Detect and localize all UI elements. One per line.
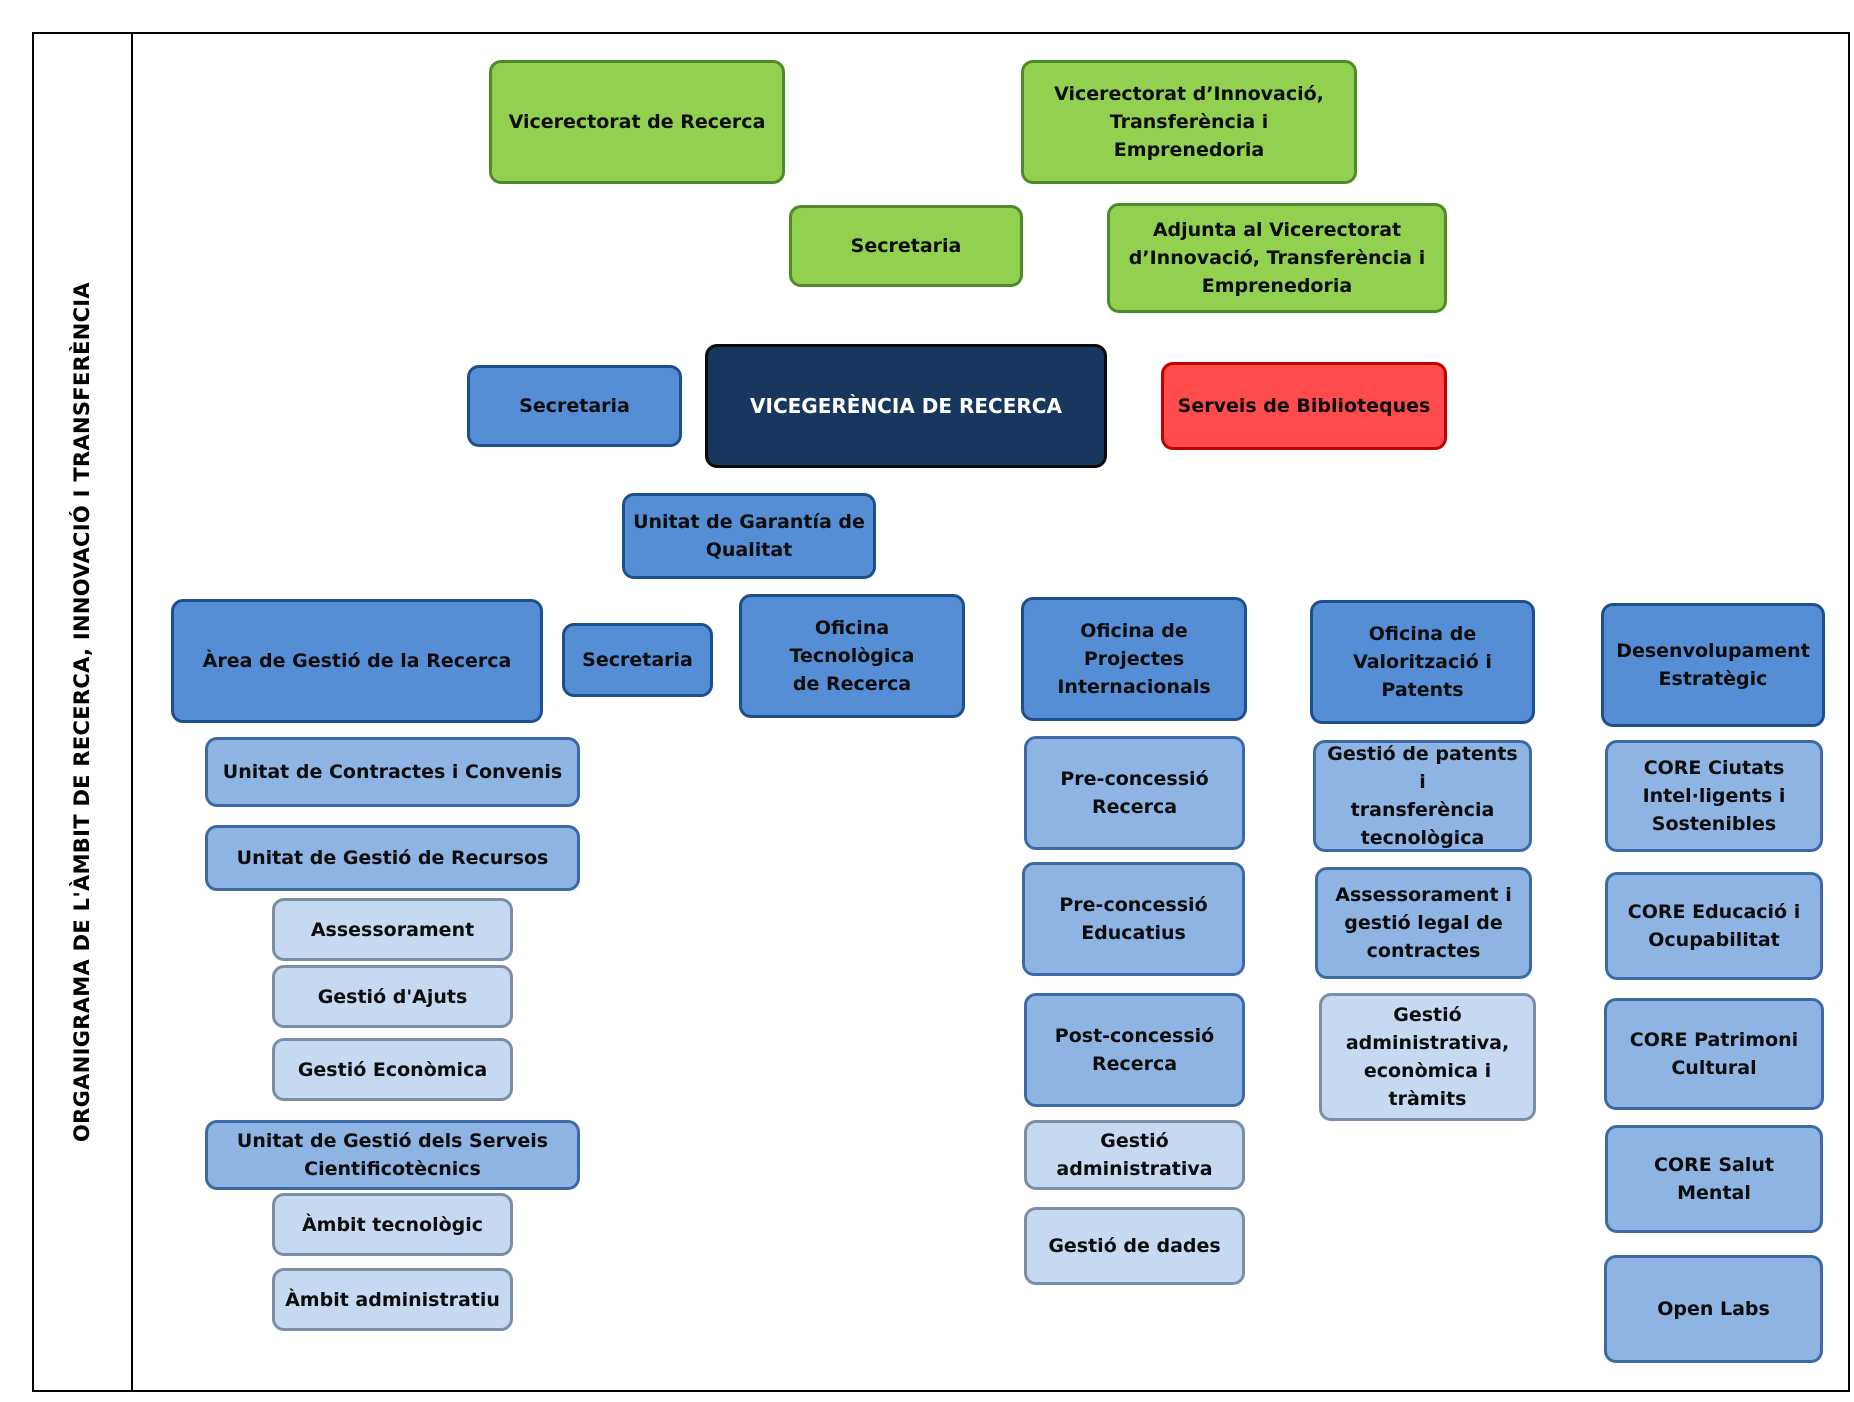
- core-patrimoni-box: CORE Patrimoni Cultural: [1604, 998, 1824, 1110]
- open-labs-box: Open Labs: [1604, 1255, 1823, 1363]
- ambit-tecnologic-box: Àmbit tecnològic: [272, 1193, 513, 1256]
- chart-frame: [32, 32, 1850, 1392]
- gestio-economica-box: Gestió Econòmica: [272, 1038, 513, 1101]
- gestio-administrativa-box: Gestió administrativa: [1024, 1120, 1245, 1190]
- ambit-administratiu-box: Àmbit administratiu: [272, 1268, 513, 1331]
- pre-concessio-educatius-box: Pre-concessió Educatius: [1022, 862, 1245, 976]
- unitat-garantia-qualitat-box: Unitat de Garantía de Qualitat: [622, 493, 876, 579]
- unitat-gestio-recursos-box: Unitat de Gestió de Recursos: [205, 825, 580, 891]
- gestio-patents-box: Gestió de patents i transferència tecnol…: [1313, 740, 1532, 852]
- gestio-administrativa-economica-box: Gestió administrativa, econòmica i tràmi…: [1319, 993, 1536, 1121]
- vicegerencia-recerca-box: VICEGERÈNCIA DE RECERCA: [705, 344, 1107, 468]
- oficina-projectes-internacionals-box: Oficina de Projectes Internacionals: [1021, 597, 1247, 721]
- assessorament-legal-box: Assessorament i gestió legal de contract…: [1315, 867, 1532, 979]
- gestio-dades-box: Gestió de dades: [1024, 1207, 1245, 1285]
- gestio-ajuts-box: Gestió d'Ajuts: [272, 965, 513, 1028]
- vicerectorat-recerca-box: Vicerectorat de Recerca: [489, 60, 785, 184]
- assessorament-box: Assessorament: [272, 898, 513, 961]
- org-chart-title: ORGANIGRAMA DE L'ÀMBIT DE RECERCA, INNOV…: [70, 282, 94, 1142]
- post-concessio-recerca-box: Post-concessió Recerca: [1024, 993, 1245, 1107]
- secretaria-vicerectorat-box: Secretaria: [789, 205, 1023, 287]
- oficina-tecnologica-box: Oficina Tecnològica de Recerca: [739, 594, 965, 718]
- core-educacio-box: CORE Educació i Ocupabilitat: [1605, 872, 1823, 980]
- unitat-serveis-cientificotecnics-box: Unitat de Gestió dels Serveis Cientifico…: [205, 1120, 580, 1190]
- area-gestio-recerca-box: Àrea de Gestió de la Recerca: [171, 599, 543, 723]
- secretaria-vicegerencia-box: Secretaria: [467, 365, 682, 447]
- oficina-valoritzacio-patents-box: Oficina de Valorització i Patents: [1310, 600, 1535, 724]
- secretaria-area-box: Secretaria: [562, 623, 713, 697]
- adjunta-vicerectorat-box: Adjunta al Vicerectorat d’Innovació, Tra…: [1107, 203, 1447, 313]
- unitat-contractes-box: Unitat de Contractes i Convenis: [205, 737, 580, 807]
- core-salut-mental-box: CORE Salut Mental: [1605, 1125, 1823, 1233]
- desenvolupament-estrategic-box: Desenvolupament Estratègic: [1601, 603, 1825, 727]
- core-ciutats-box: CORE Ciutats Intel·ligents i Sostenibles: [1605, 740, 1823, 852]
- pre-concessio-recerca-box: Pre-concessió Recerca: [1024, 736, 1245, 850]
- serveis-biblioteques-box: Serveis de Biblioteques: [1161, 362, 1447, 450]
- vicerectorat-innovacio-box: Vicerectorat d’Innovació, Transferència …: [1021, 60, 1357, 184]
- sidebar-divider: [131, 32, 133, 1392]
